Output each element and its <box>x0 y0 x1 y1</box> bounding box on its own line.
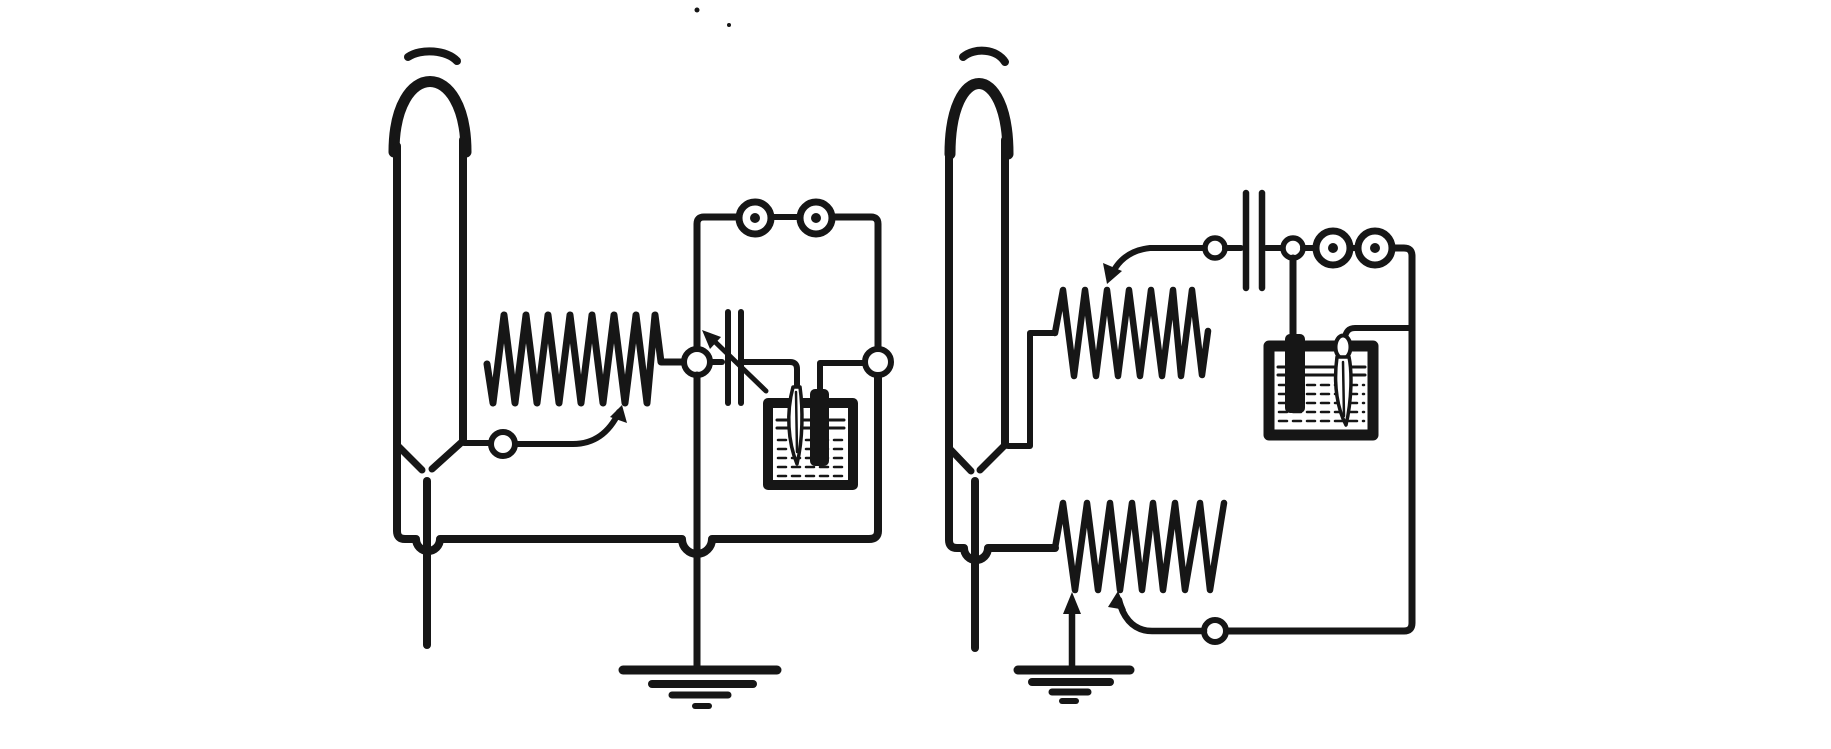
left-receiver-circuit <box>388 47 894 709</box>
glass-electrode-loop <box>1333 333 1353 361</box>
aerial-dome <box>388 76 472 158</box>
right-receiver-circuit <box>944 46 1416 704</box>
capacitor-lead-right <box>741 359 800 388</box>
loop-left-side <box>693 213 741 353</box>
electrolytic-detector-cell <box>763 360 868 490</box>
adjust-arrowhead-icon <box>702 330 721 349</box>
loop-right-side <box>829 213 882 353</box>
slider-arrowhead-icon <box>610 405 627 423</box>
primary-tap-arrowhead-icon <box>1103 263 1122 284</box>
ink-specks <box>694 7 731 27</box>
secondary-coil <box>1051 499 1228 594</box>
electrode-wire <box>794 390 799 454</box>
electrode-wire <box>1341 360 1346 418</box>
aerial-dome-cap <box>404 47 461 65</box>
receiver-dot <box>1328 243 1338 253</box>
receiver-dot <box>811 213 821 223</box>
aerial-dome-cap <box>959 46 1009 66</box>
junction-circle-left <box>681 346 713 378</box>
right-side-wire <box>1222 244 1416 635</box>
aerial-left-wall-and-bottom-bus <box>393 142 882 558</box>
receiver-dot <box>1370 243 1380 253</box>
primary-tap-curve <box>1108 245 1207 279</box>
earth-tap-arrowhead-icon <box>1063 592 1081 614</box>
aerial-dome <box>944 78 1014 160</box>
primary-coil-lead <box>1005 330 1058 449</box>
aerial-left-wall-and-secondary-wire <box>945 144 1059 564</box>
aerial-funnel <box>946 441 1009 475</box>
slider-arrow-curve <box>512 409 622 447</box>
tuning-coil <box>483 311 688 407</box>
earth-symbol-icon <box>1013 665 1135 704</box>
carbon-electrode <box>1285 334 1305 413</box>
secondary-tap-arrowhead-icon <box>1108 591 1126 610</box>
ink-speck <box>727 23 731 27</box>
primary-coil <box>1051 286 1212 380</box>
detector-branch-wire <box>1342 325 1415 341</box>
receiver-dot <box>750 213 760 223</box>
slide-contact-circle <box>488 429 518 459</box>
ink-speck <box>694 7 700 13</box>
adjust-arrow-shaft <box>705 332 769 394</box>
electrolytic-detector-cell <box>1263 333 1379 441</box>
aerial-funnel <box>394 437 467 474</box>
secondary-tap-curve <box>1115 596 1208 635</box>
carbon-lead <box>817 360 868 393</box>
binding-post-circle <box>1201 617 1229 645</box>
liquid-hatching <box>1277 383 1366 423</box>
earth-symbol-icon <box>618 665 782 709</box>
carbon-electrode <box>810 389 829 466</box>
junction-circle-right <box>862 346 894 378</box>
